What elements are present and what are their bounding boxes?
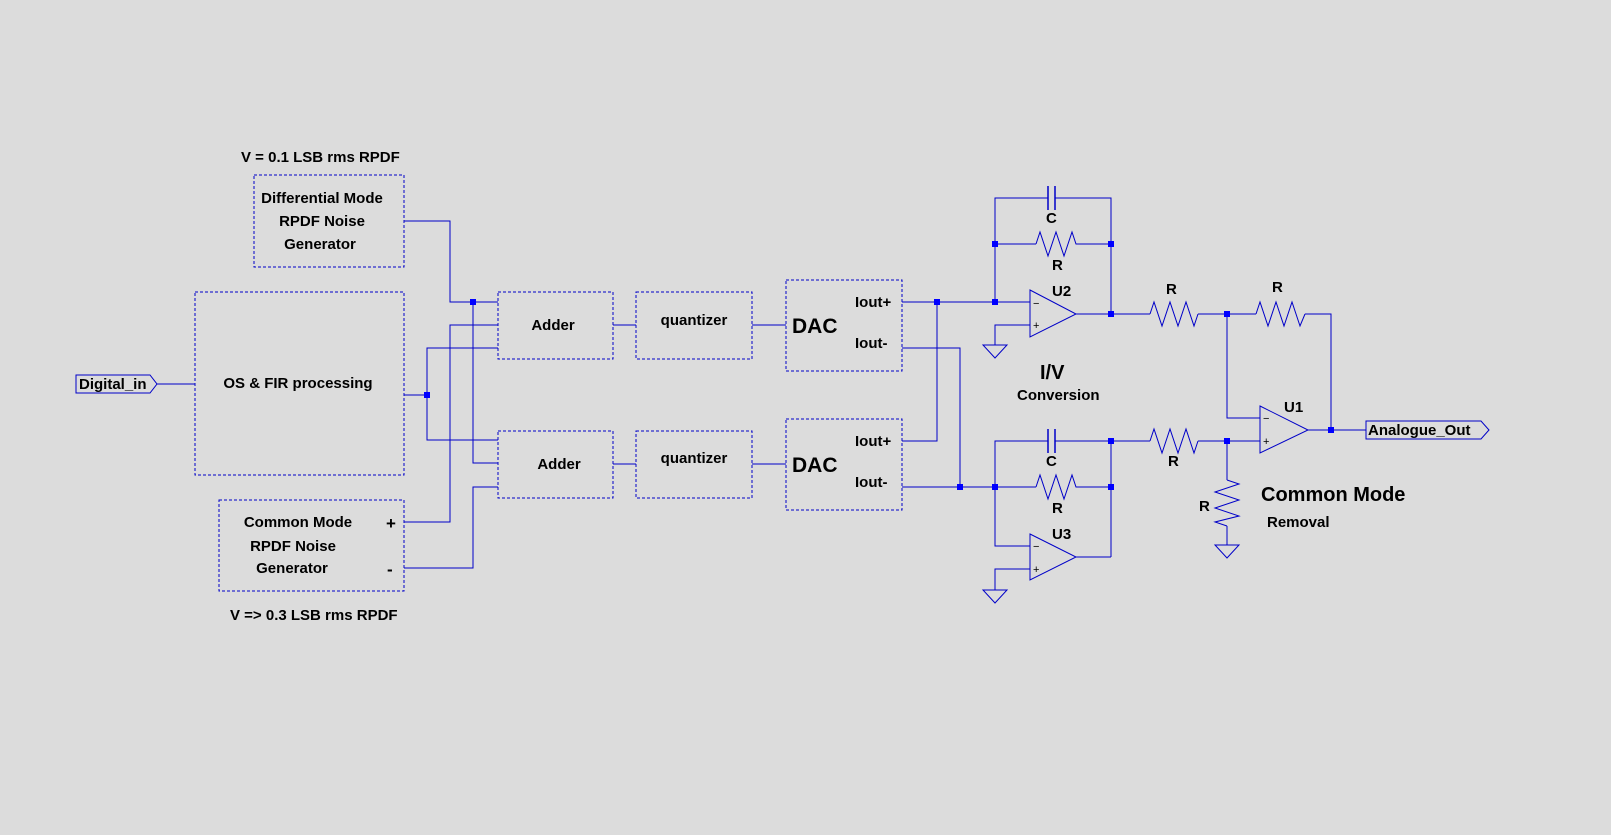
cm-removal-subtitle: Removal [1267,514,1330,531]
dm-block-line2: RPDF Noise [279,213,365,230]
junction [424,392,430,398]
port-digital-in[interactable] [75,374,158,394]
quantizer-top-label: quantizer [661,312,728,329]
resistor-bottom-shunt [1213,479,1241,527]
resistor-u3-feedback [1035,473,1080,501]
adder-bottom-block[interactable] [497,430,614,499]
wire-dac-top-iout-minus [902,347,961,487]
wire-u3-plus [994,568,1030,590]
wire-cm-minus [404,486,498,569]
u2-plus-sign: + [1033,320,1039,332]
u1-label: U1 [1284,399,1303,416]
wire-dac-bottom-iout-plus [902,302,938,442]
cm-noise-generator-block[interactable] [218,499,405,592]
resistor-bottom-shunt-label: R [1199,498,1210,515]
dac-top-block[interactable] [785,279,903,372]
junction [957,484,963,490]
junction [1108,484,1114,490]
resistor-top-feedback [1255,300,1306,328]
u3-minus-sign: − [1033,541,1039,553]
cm-block-line1: Common Mode [244,514,352,531]
junction [992,241,998,247]
u2-minus-sign: − [1033,298,1039,310]
resistor-u2-label: R [1052,257,1063,274]
capacitor-u3-label: C [1046,453,1057,470]
port-analogue-out[interactable] [1365,420,1490,440]
resistor-u3-label: R [1052,500,1063,517]
iv-title: I/V [1040,362,1065,384]
junction [1108,438,1114,444]
opamp-u1[interactable] [1259,405,1310,454]
u1-plus-sign: + [1263,436,1269,448]
resistor-top-series-label: R [1166,281,1177,298]
wire-cm-plus [404,324,498,523]
dac-bottom-block[interactable] [785,418,903,511]
os-fir-label: OS & FIR processing [223,375,372,392]
dac-top-label: DAC [792,315,838,338]
digital-in-label: Digital_in [79,376,147,393]
opamp-u2[interactable] [1029,289,1078,338]
dm-voltage-label: V = 0.1 LSB rms RPDF [241,149,400,166]
resistor-top-feedback-label: R [1272,279,1283,296]
ground-icon-shunt [1213,544,1241,559]
ground-icon-u3 [981,589,1009,604]
junction [1108,311,1114,317]
capacitor-u3 [1047,429,1056,453]
dac-bottom-label: DAC [792,454,838,477]
wire-fir-out [404,347,498,441]
opamp-u3[interactable] [1029,533,1078,581]
dac-top-iout-plus: Iout+ [855,294,891,311]
junction [992,484,998,490]
cm-removal-title: Common Mode [1261,484,1405,506]
wire-u1-minus-node [1226,314,1260,419]
resistor-bottom-series [1149,427,1199,455]
dac-bottom-iout-plus: Iout+ [855,433,891,450]
cm-minus-label: - [387,560,393,579]
quantizer-bottom-label: quantizer [661,450,728,467]
u3-label: U3 [1052,526,1071,543]
junction [470,299,476,305]
wire-u2-feedback [994,197,1112,314]
junction [992,299,998,305]
resistor-top-series [1149,300,1199,328]
analogue-out-label: Analogue_Out [1368,422,1471,439]
u3-plus-sign: + [1033,564,1039,576]
dac-top-iout-minus: Iout- [855,335,887,352]
iv-subtitle: Conversion [1017,387,1100,404]
junction [1224,438,1230,444]
cm-voltage-label: V => 0.3 LSB rms RPDF [230,607,398,624]
adder-top-label: Adder [531,317,575,334]
junction [934,299,940,305]
adder-bottom-label: Adder [537,456,581,473]
junction [1224,311,1230,317]
resistor-bottom-series-label: R [1168,453,1179,470]
u2-label: U2 [1052,283,1071,300]
cm-block-line2: RPDF Noise [250,538,336,555]
resistor-u2-feedback [1035,230,1080,258]
dac-bottom-iout-minus: Iout- [855,474,887,491]
cm-block-line3: Generator [256,560,328,577]
junction [1328,427,1334,433]
wire-u2-plus [994,324,1030,345]
capacitor-u2-label: C [1046,210,1057,227]
wire-dm-split [472,302,498,464]
capacitor-u2 [1047,186,1056,210]
cm-plus-label: + [386,514,396,533]
ground-icon-u2 [981,344,1009,359]
u1-minus-sign: − [1263,413,1269,425]
junction [1108,241,1114,247]
dm-block-line1: Differential Mode [261,190,383,207]
dm-block-line3: Generator [284,236,356,253]
